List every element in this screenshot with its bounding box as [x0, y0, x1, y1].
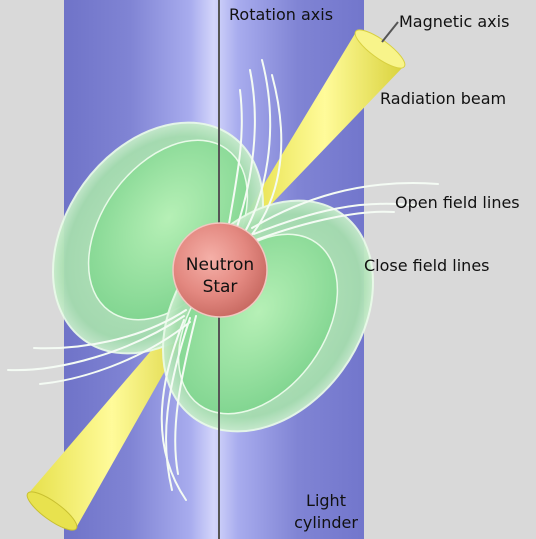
magnetic-axis-label: Magnetic axis: [399, 12, 510, 31]
rotation-axis-label: Rotation axis: [229, 5, 334, 24]
radiation-beam-label: Radiation beam: [380, 89, 507, 108]
radiation-beam-upper: [246, 29, 406, 218]
open-field-lines: [7, 59, 439, 501]
magnetic-axis-pointer: [381, 21, 399, 43]
close-field-lines-label: Close field lines: [364, 256, 490, 275]
light-cylinder-label: Light cylinder: [278, 490, 374, 534]
neutron-star: [172, 222, 268, 318]
light-cylinder-label-line-2: cylinder: [294, 513, 358, 532]
neutron-star-label-line-1: Neutron: [185, 255, 255, 275]
open-field-lines-label: Open field lines: [395, 193, 520, 212]
light-cylinder-label-line-1: Light: [306, 491, 346, 510]
neutron-star-label-line-2: Star: [202, 277, 238, 297]
radiation-beam-lower: [26, 310, 196, 531]
neutron-star-label: Neutron Star: [170, 254, 270, 298]
